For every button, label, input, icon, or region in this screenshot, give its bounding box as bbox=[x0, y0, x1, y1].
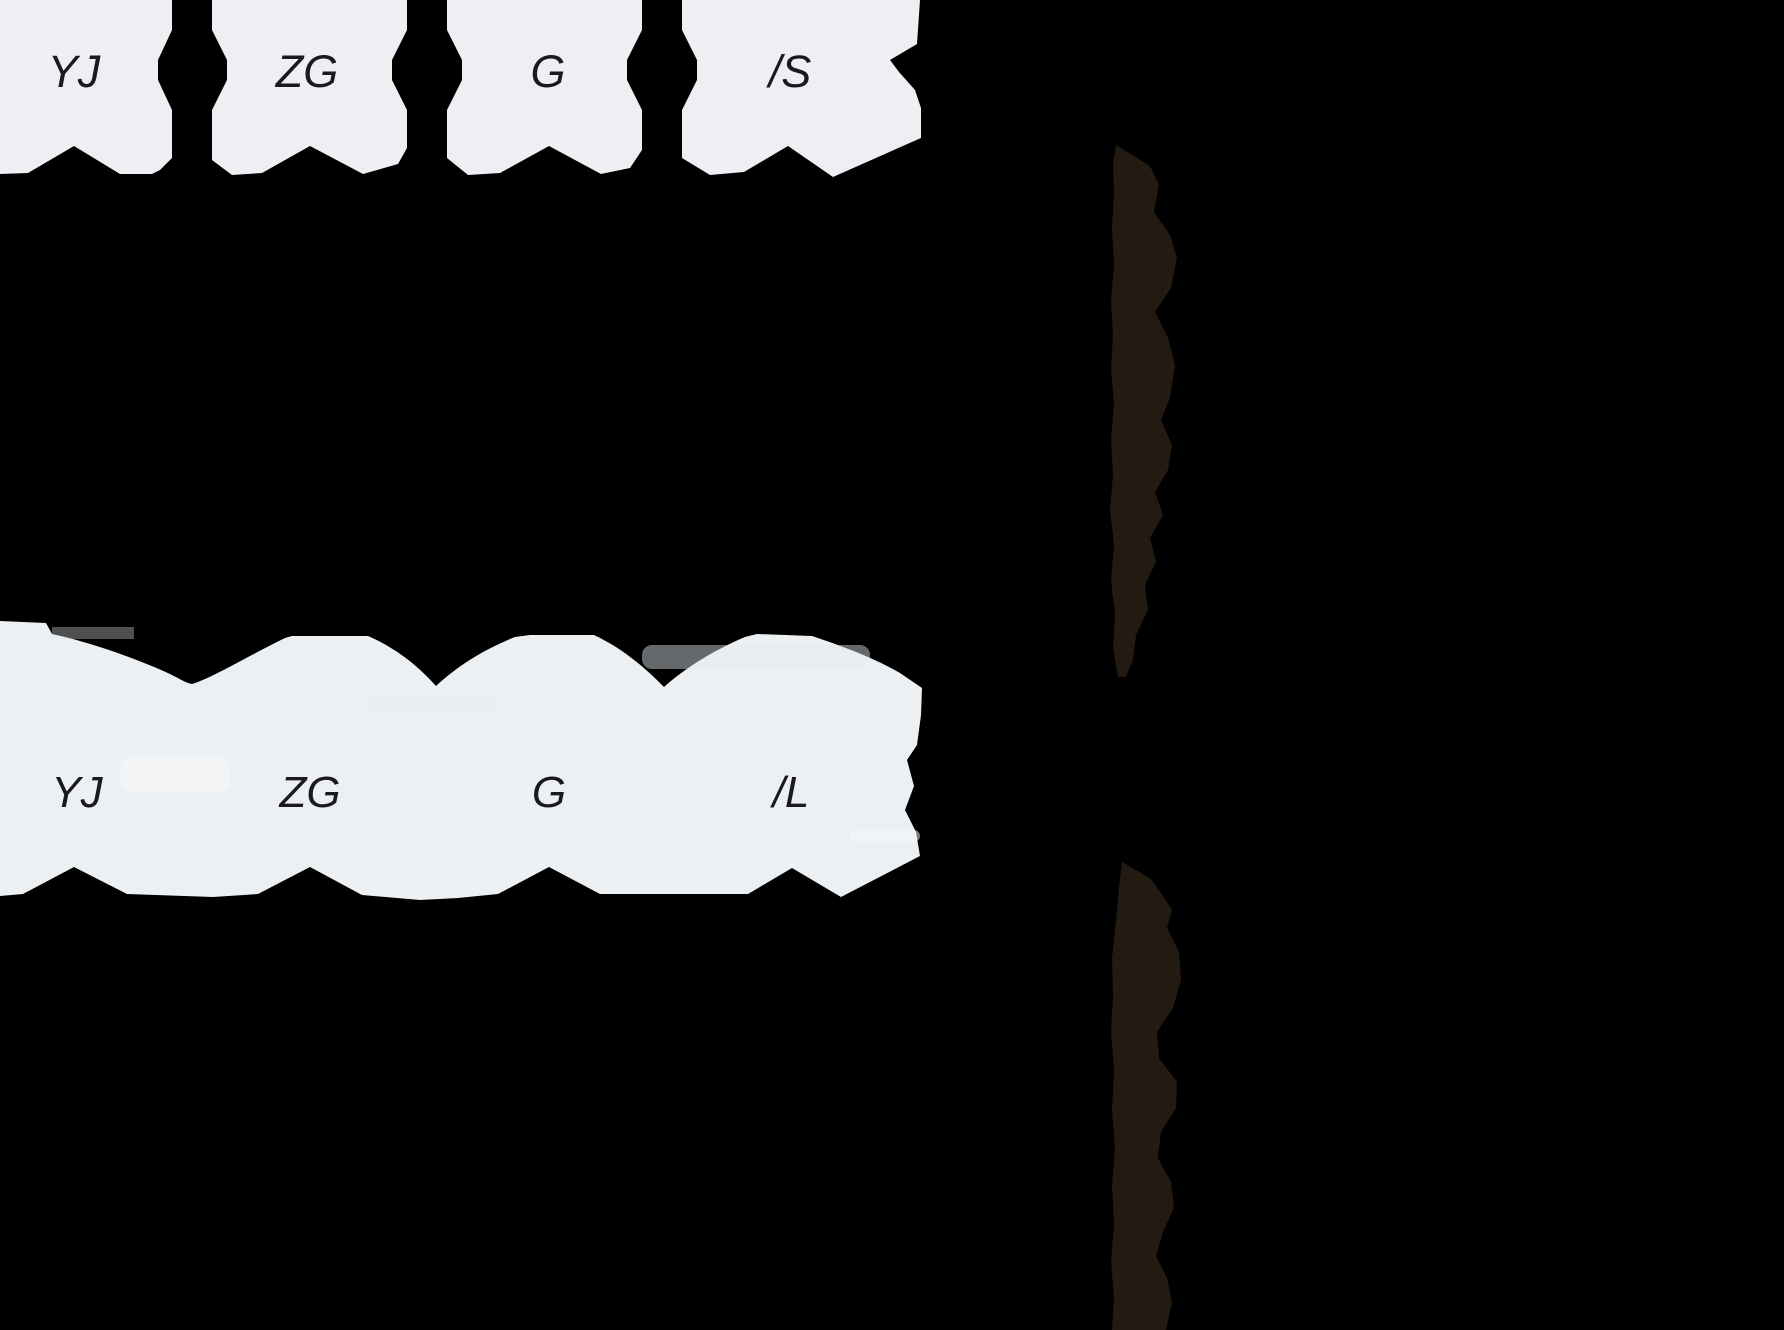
band-tint-smudge-1 bbox=[642, 645, 870, 669]
middle-callout-label-yj: YJ bbox=[51, 768, 103, 817]
top-callout-label-s: /S bbox=[766, 46, 812, 97]
middle-callout-label-zg: ZG bbox=[278, 768, 340, 817]
top-callout-shape-4 bbox=[682, 0, 921, 177]
middle-callout-label-g: G bbox=[532, 768, 566, 817]
middle-callout-label-l: /L bbox=[770, 768, 810, 817]
dark-strip-lower bbox=[1111, 862, 1181, 1330]
top-callout-label-zg: ZG bbox=[275, 46, 339, 97]
top-callout-label-yj: YJ bbox=[48, 46, 101, 97]
top-callout-shape-3 bbox=[447, 0, 642, 175]
top-callout-shape-1 bbox=[0, 0, 172, 174]
middle-callout-band bbox=[0, 621, 922, 900]
top-callout-label-g: G bbox=[530, 46, 565, 97]
band-light-patch-2 bbox=[850, 830, 920, 842]
top-callout-shape-2 bbox=[212, 0, 407, 175]
band-light-patch-1 bbox=[120, 756, 230, 792]
band-tint-smudge-2 bbox=[368, 694, 496, 714]
band-step-shade bbox=[52, 627, 134, 639]
dark-strip-upper bbox=[1110, 145, 1177, 677]
